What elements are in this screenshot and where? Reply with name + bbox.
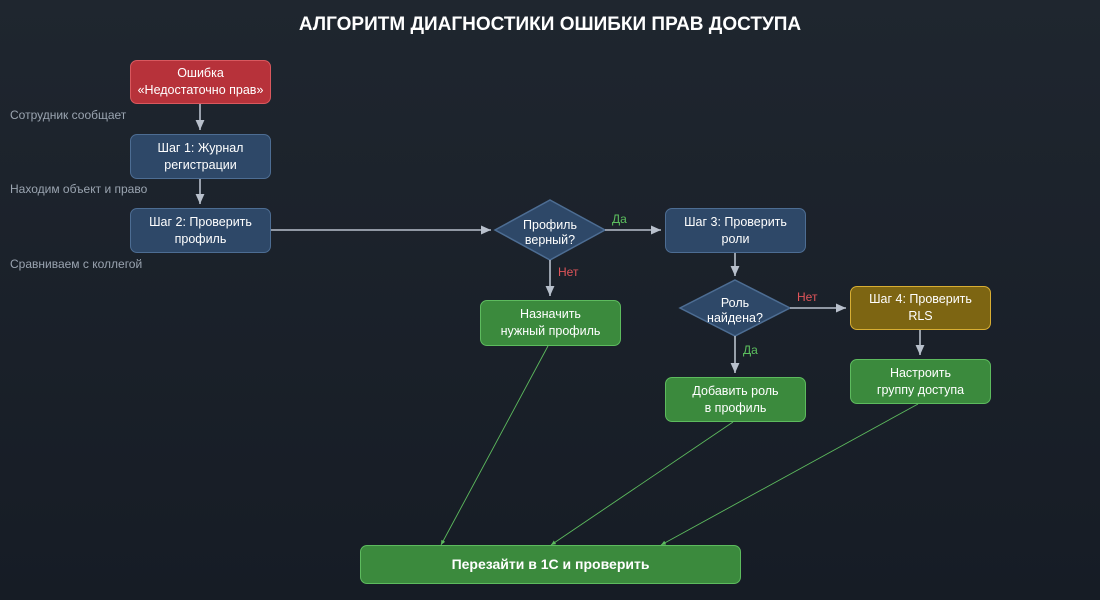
edge-label-profile-yes: Да: [612, 212, 627, 226]
step4-node: Шаг 4: Проверить RLS: [850, 286, 991, 330]
arrow-add-final: [550, 421, 734, 546]
note-compare-colleague: Сравниваем с коллегой: [10, 257, 143, 271]
edge-label-role-yes: Да: [743, 343, 758, 357]
profile-check-label: Профиль верный?: [523, 218, 577, 247]
arrow-assign-final: [440, 345, 549, 546]
note-find-object: Находим объект и право: [10, 182, 148, 196]
relogin-node: Перезайти в 1С и проверить: [360, 545, 741, 584]
error-node: Ошибка «Недостаточно прав»: [130, 60, 271, 104]
diagram-title: АЛГОРИТМ ДИАГНОСТИКИ ОШИБКИ ПРАВ ДОСТУПА: [298, 14, 802, 35]
step1-node: Шаг 1: Журнал регистрации: [130, 134, 271, 179]
add-role-node: Добавить роль в профиль: [665, 377, 806, 422]
role-check-label: Роль найдена?: [707, 296, 763, 325]
step3-node: Шаг 3: Проверить роли: [665, 208, 806, 253]
assign-profile-node: Назначить нужный профиль: [480, 300, 621, 346]
edge-label-role-no: Нет: [797, 290, 818, 304]
step2-node: Шаг 2: Проверить профиль: [130, 208, 271, 253]
edge-label-profile-no: Нет: [558, 265, 579, 279]
setup-group-node: Настроить группу доступа: [850, 359, 991, 404]
note-employee-reports: Сотрудник сообщает: [10, 108, 127, 122]
arrow-group-final: [660, 403, 919, 546]
